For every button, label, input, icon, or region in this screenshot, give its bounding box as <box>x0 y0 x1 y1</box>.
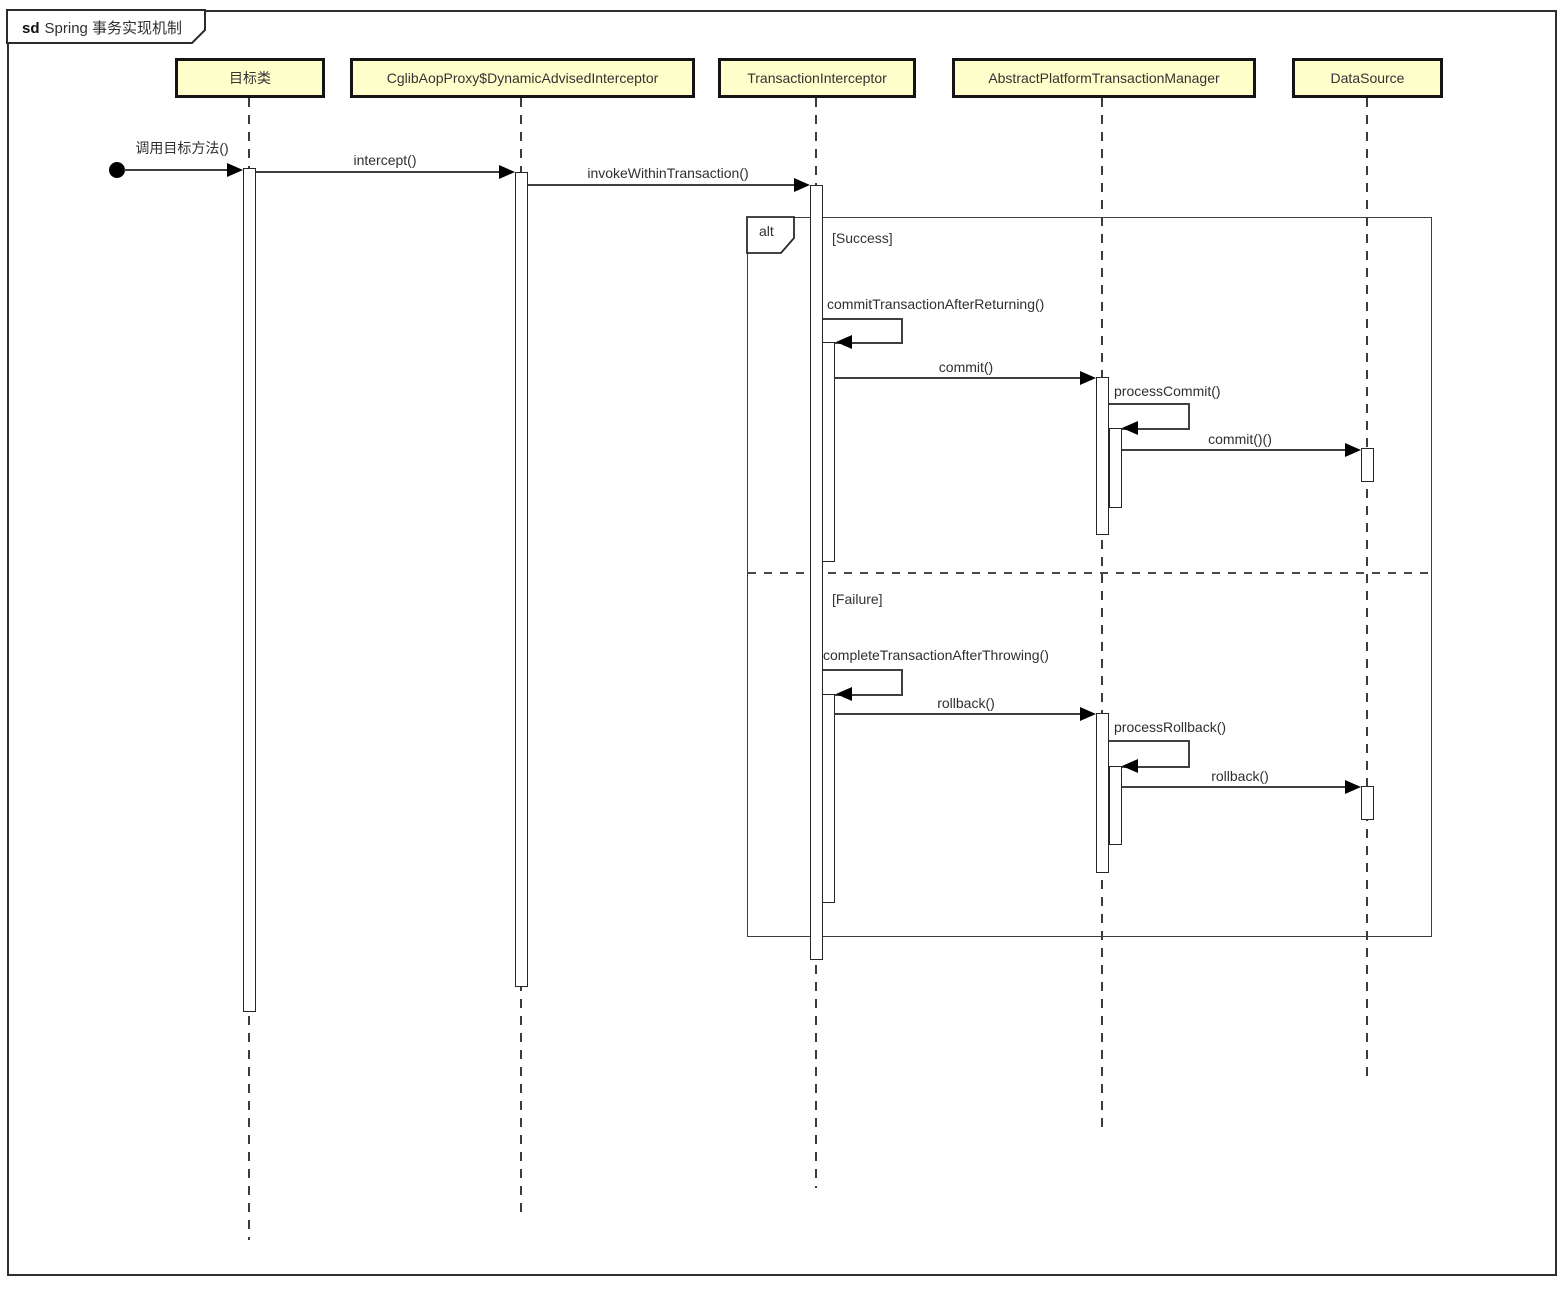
invoke-within-transaction-line <box>528 184 796 186</box>
rollback-datasource-line <box>1122 786 1346 788</box>
commit-label: commit() <box>938 359 994 375</box>
call-target-arrowhead-icon <box>227 163 243 177</box>
activation-datasource-commit <box>1361 448 1374 482</box>
self-call-loop-complete-after-throwing <box>823 669 903 696</box>
guard-success-label: [Success] <box>832 230 893 246</box>
lifeline-header-target-class: 目标类 <box>175 58 325 98</box>
process-commit-arrowhead-icon <box>1122 421 1138 435</box>
activation-cglib-proxy <box>515 172 528 987</box>
commit-datasource-arrowhead-icon <box>1345 443 1361 457</box>
process-rollback-label: processRollback() <box>1114 719 1227 735</box>
activation-aptm-rollback-nested <box>1109 766 1122 845</box>
commit-after-returning-arrowhead-icon <box>836 335 852 349</box>
rollback-arrowhead-icon <box>1080 707 1096 721</box>
frame-title-tab <box>6 9 206 44</box>
alt-operator-pentagon <box>746 216 795 254</box>
lifeline-header-transaction-interceptor: TransactionInterceptor <box>718 58 916 98</box>
commit-line <box>835 377 1081 379</box>
activation-aptm-rollback <box>1096 713 1109 873</box>
call-target-label: 调用目标方法() <box>135 140 229 156</box>
commit-arrowhead-icon <box>1080 371 1096 385</box>
guard-failure-label: [Failure] <box>832 591 883 607</box>
activation-ti-commit-nested <box>822 342 835 562</box>
lifeline-line-abstract-platform-transaction-manager <box>1101 98 1103 1128</box>
invoke-within-transaction-arrowhead-icon <box>794 178 810 192</box>
complete-after-throwing-label: completeTransactionAfterThrowing() <box>823 647 1049 663</box>
commit-datasource-line <box>1122 449 1346 451</box>
lifeline-line-datasource <box>1366 98 1368 1078</box>
sd-operator-label: sd <box>22 20 40 37</box>
call-target-line <box>124 169 229 171</box>
rollback-datasource-arrowhead-icon <box>1345 780 1361 794</box>
process-rollback-arrowhead-icon <box>1122 759 1138 773</box>
alt-divider <box>748 572 1432 574</box>
activation-target-class <box>243 168 256 1012</box>
activation-transaction-interceptor <box>810 185 823 960</box>
frame-title-label: Spring 事务实现机制 <box>44 20 183 37</box>
complete-after-throwing-arrowhead-icon <box>836 687 852 701</box>
diagram-border <box>7 10 1557 1276</box>
intercept-label: intercept() <box>353 152 417 168</box>
activation-aptm-commit-nested <box>1109 428 1122 508</box>
rollback-label: rollback() <box>937 695 995 711</box>
commit-after-returning-label: commitTransactionAfterReturning() <box>827 296 1045 312</box>
activation-aptm-commit <box>1096 377 1109 535</box>
self-call-loop-process-commit <box>1109 403 1190 430</box>
alt-frame <box>747 217 1432 937</box>
intercept-line <box>256 171 501 173</box>
lifeline-header-cglib-proxy: CglibAopProxy$DynamicAdvisedInterceptor <box>350 58 695 98</box>
alt-operator-label: alt <box>759 223 774 239</box>
commit-datasource-label: commit()() <box>1208 431 1272 447</box>
lifeline-header-datasource: DataSource <box>1292 58 1443 98</box>
lifeline-header-abstract-platform-transaction-manager: AbstractPlatformTransactionManager <box>952 58 1256 98</box>
rollback-datasource-label: rollback() <box>1211 768 1269 784</box>
found-message-start-icon <box>109 162 125 178</box>
self-call-loop-commit-after-returning <box>823 318 903 344</box>
rollback-line <box>835 713 1081 715</box>
invoke-within-transaction-label: invokeWithinTransaction() <box>587 165 749 181</box>
process-commit-label: processCommit() <box>1114 383 1221 399</box>
intercept-arrowhead-icon <box>499 165 515 179</box>
self-call-loop-process-rollback <box>1109 740 1190 768</box>
activation-datasource-rollback <box>1361 786 1374 820</box>
activation-ti-rollback-nested <box>822 694 835 903</box>
